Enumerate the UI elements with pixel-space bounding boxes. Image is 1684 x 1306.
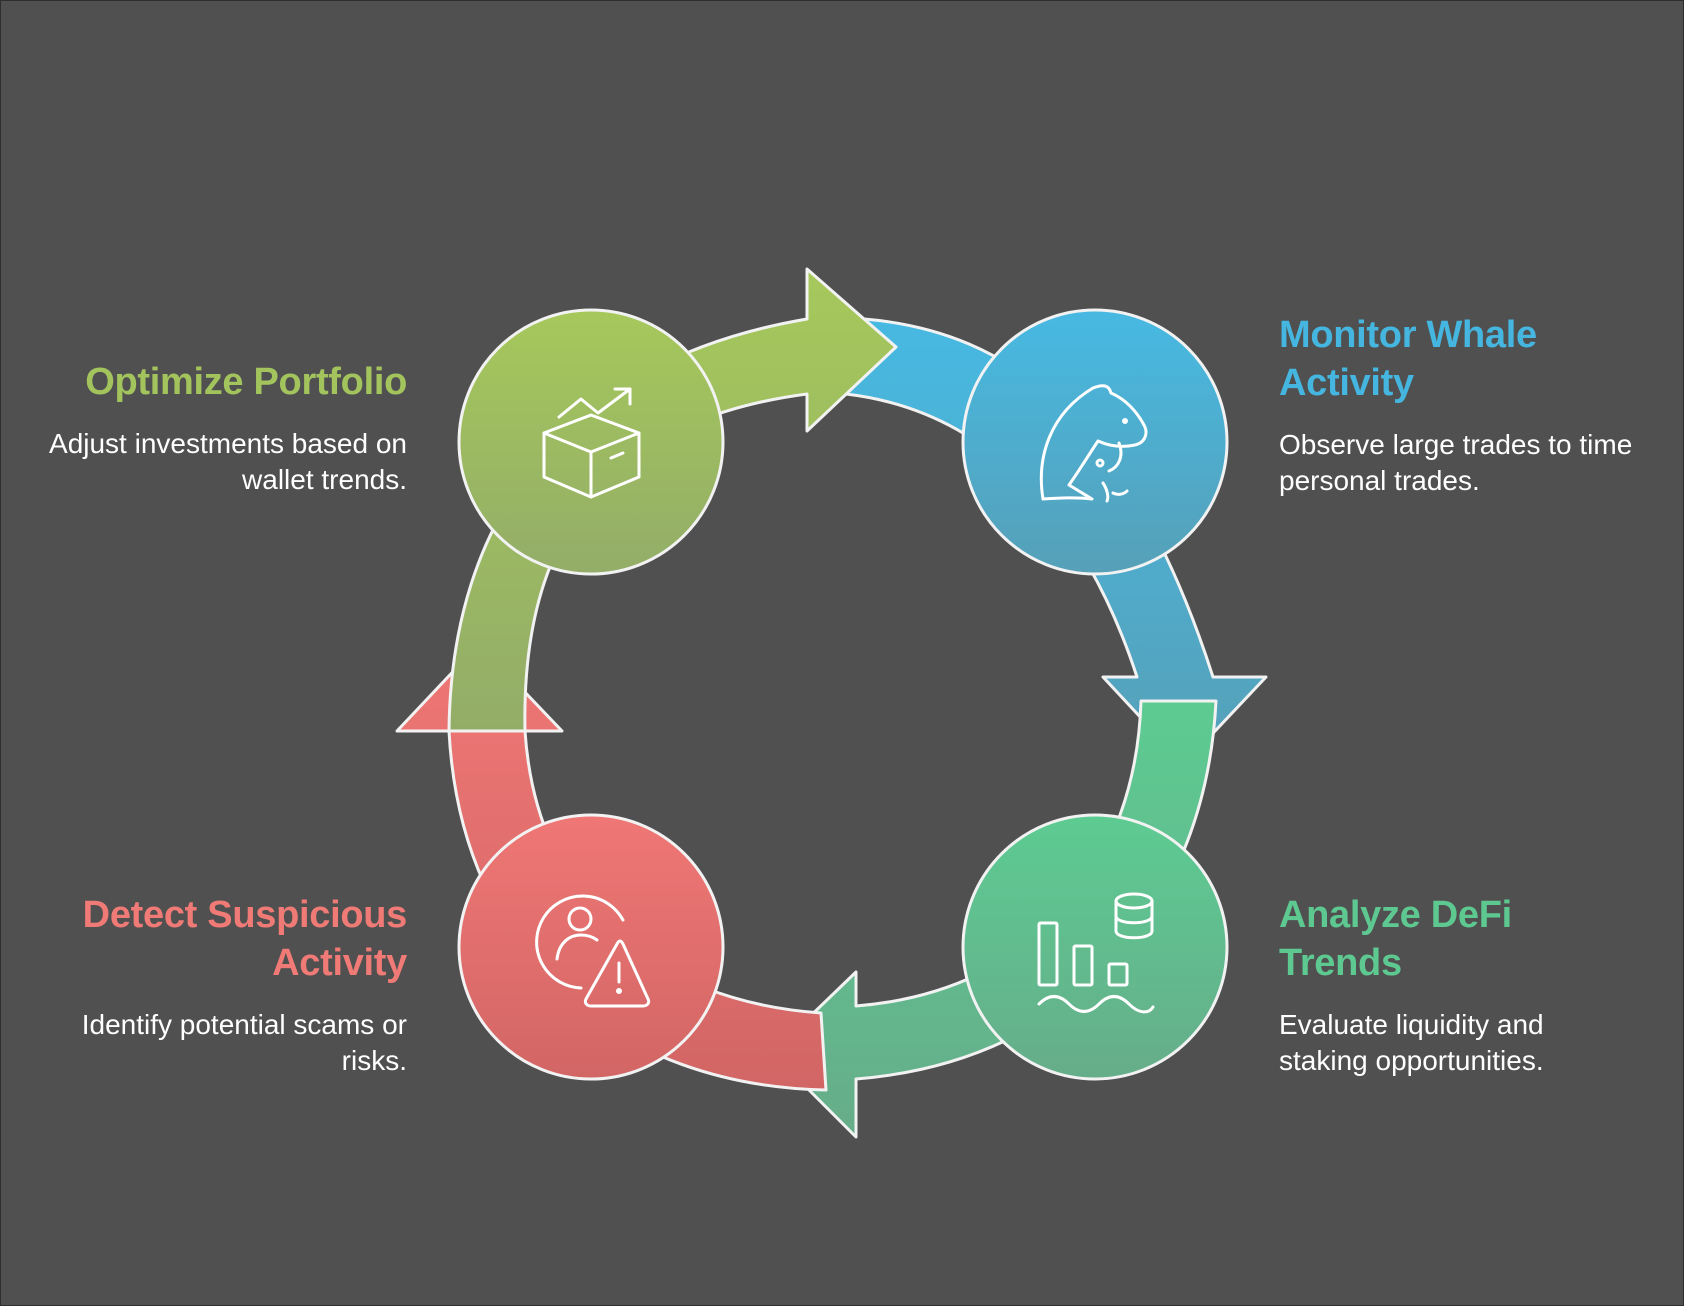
step-title: Analyze DeFi Trends (1279, 894, 1512, 984)
step-description: Observe large trades to time personal tr… (1279, 429, 1633, 496)
user-warning-icon (535, 894, 651, 1008)
step-circle-detect (457, 813, 725, 1081)
step-circle-optimize (457, 308, 725, 576)
step-label-monitor: Monitor Whale Activity Observe large tra… (1279, 311, 1639, 499)
chart-box-icon (542, 387, 641, 499)
step-label-analyze: Analyze DeFi Trends Evaluate liquidity a… (1279, 891, 1639, 1079)
step-title: Optimize Portfolio (85, 361, 407, 403)
step-description: Evaluate liquidity and staking opportuni… (1279, 1009, 1544, 1076)
step-label-detect: Detect Suspicious Activity Identify pote… (41, 891, 408, 1079)
step-circle-analyze (961, 813, 1229, 1081)
step-label-optimize: Optimize Portfolio Adjust investments ba… (41, 358, 407, 498)
step-title: Detect Suspicious Activity (82, 894, 408, 984)
step-description: Identify potential scams or risks. (81, 1009, 407, 1076)
whale-icon (1039, 384, 1148, 503)
liquidity-chart-icon (1037, 892, 1155, 1014)
step-description: Adjust investments based on wallet trend… (49, 428, 407, 495)
step-title: Monitor Whale Activity (1279, 314, 1537, 404)
step-circle-monitor (961, 308, 1229, 576)
